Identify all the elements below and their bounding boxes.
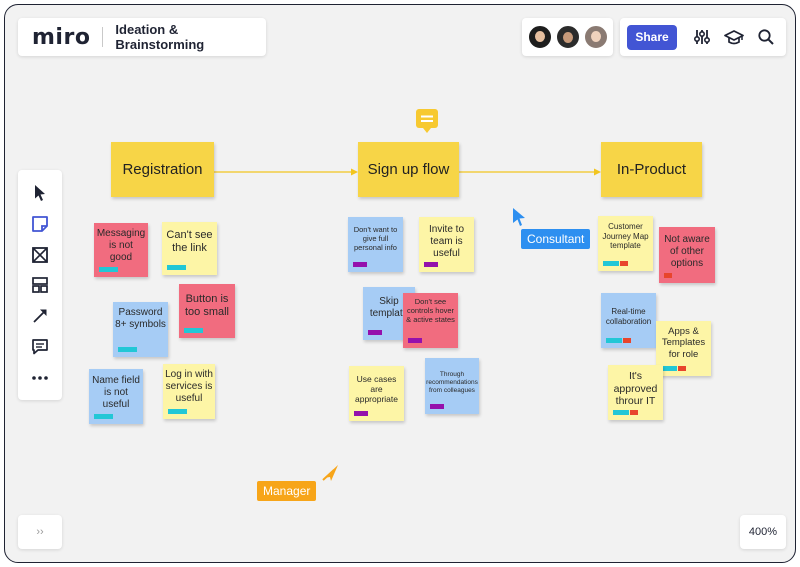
flow-step-inproduct[interactable]: In-Product [601, 142, 702, 197]
flow-connectors [214, 168, 601, 176]
board-actions-panel: Share [620, 18, 786, 56]
zoom-level[interactable]: 400% [740, 515, 786, 549]
flow-step-label: In-Product [616, 160, 687, 178]
collaborator-avatar-2[interactable] [554, 24, 581, 50]
sticky-tag [94, 414, 113, 419]
sticky-tag [424, 262, 438, 267]
sticky-tag [368, 330, 382, 335]
search-icon[interactable] [751, 22, 781, 52]
sticky-note-text: Button is too small [184, 293, 230, 319]
sticky-note-text: Not aware of other options [664, 234, 710, 269]
sticky-note-text: Customer Journey Map template [602, 222, 649, 251]
sticky-tag [99, 267, 118, 272]
sticky-note-text: It's approved throur IT [613, 370, 658, 408]
sticky-note-text: Use cases are appropriate [354, 374, 398, 405]
sticky-tag [661, 366, 677, 371]
sticky-tag [623, 338, 631, 343]
sticky-note-text: Real-time collaboration [605, 307, 652, 326]
sticky-note[interactable]: Password 8+ symbols [113, 302, 168, 357]
sticky-note[interactable]: Not aware of other options [659, 227, 715, 283]
comment-bubble-icon[interactable] [415, 108, 439, 134]
sticky-tag [353, 262, 367, 267]
frame-icon[interactable] [25, 240, 55, 270]
title-divider [102, 27, 104, 47]
sticky-tag [118, 347, 137, 352]
flow-step-label: Sign up flow [367, 160, 450, 178]
select-cursor-icon[interactable] [25, 178, 55, 208]
sticky-note[interactable]: Customer Journey Map template [598, 216, 653, 271]
template-icon[interactable] [25, 270, 55, 300]
sticky-note[interactable]: Messaging is not good [94, 223, 148, 277]
sticky-note-text: Can't see the link [166, 229, 213, 255]
sticky-tag [408, 338, 422, 343]
sticky-note-text: Invite to team is useful [428, 224, 465, 259]
sticky-note-text: Password 8+ symbols [115, 307, 166, 330]
sticky-note[interactable]: Don't want to give full personal info [348, 217, 403, 272]
sticky-tag [184, 328, 203, 333]
collaborators-panel [522, 18, 613, 56]
sticky-note[interactable]: Real-time collaboration [601, 293, 656, 348]
sticky-note[interactable]: Log in with services is useful [163, 364, 215, 419]
sticky-tag [168, 409, 187, 414]
sticky-note[interactable]: Name field is not useful [89, 369, 143, 424]
board-title-panel: miro Ideation & Brainstorming [18, 18, 266, 56]
sticky-tag [430, 404, 444, 409]
manager-cursor-icon [320, 464, 340, 482]
consultant-cursor-label: Consultant [521, 229, 591, 249]
sticky-note[interactable]: Invite to team is useful [419, 217, 474, 272]
learning-hat-icon[interactable] [719, 22, 749, 52]
sticky-tag [354, 411, 368, 416]
sticky-tag [678, 366, 686, 371]
sticky-note[interactable]: It's approved throur IT [608, 365, 663, 420]
sticky-tag [664, 273, 672, 278]
share-button[interactable]: Share [627, 24, 677, 50]
sticky-note[interactable]: Button is too small [179, 284, 235, 338]
arrow-line-icon[interactable] [25, 301, 55, 331]
miro-logo[interactable]: miro [32, 24, 91, 50]
sticky-note-text: Apps & Templates for role [661, 326, 706, 360]
settings-sliders-icon[interactable] [687, 22, 717, 52]
sticky-tag [167, 265, 186, 270]
sticky-note[interactable]: Don't see controls hover & active states [403, 293, 458, 348]
collaborator-avatar-1[interactable] [526, 24, 553, 50]
board-title[interactable]: Ideation & Brainstorming [115, 22, 205, 52]
sticky-note[interactable]: Apps & Templates for role [656, 321, 711, 376]
sticky-tag [630, 410, 638, 415]
sticky-note-text: Log in with services is useful [165, 369, 213, 404]
sticky-note-text: Skip template [369, 296, 409, 319]
sticky-note[interactable]: Use cases are appropriate [349, 366, 404, 421]
sticky-tag [620, 261, 628, 266]
sticky-note[interactable]: Through recommendations from colleagues [425, 358, 479, 414]
flow-step-registration[interactable]: Registration [111, 142, 214, 197]
sticky-note-text: Name field is not useful [92, 375, 140, 410]
sticky-note-text: Don't want to give full personal info [353, 225, 398, 252]
app-window: miro Ideation & Brainstorming Share [4, 4, 796, 563]
manager-cursor-label: Manager [257, 481, 317, 501]
sticky-note-icon[interactable] [25, 209, 55, 239]
flow-step-label: Registration [122, 160, 203, 178]
sticky-tag [613, 410, 629, 415]
flow-step-signup[interactable]: Sign up flow [358, 142, 459, 197]
sticky-note-text: Don't see controls hover & active states [406, 297, 455, 324]
expand-panel-button[interactable]: ›› [18, 515, 62, 549]
more-icon[interactable] [25, 363, 55, 393]
comment-icon[interactable] [25, 332, 55, 362]
sticky-tag [606, 338, 622, 343]
sticky-note-text: Messaging is not good [96, 228, 146, 263]
sticky-note[interactable]: Can't see the link [162, 222, 217, 275]
sticky-note-text: Through recommendations from colleagues [426, 371, 478, 394]
left-toolbar [18, 170, 62, 400]
consultant-cursor-icon [512, 207, 526, 227]
collaborator-avatar-3[interactable] [582, 24, 609, 50]
sticky-tag [603, 261, 619, 266]
